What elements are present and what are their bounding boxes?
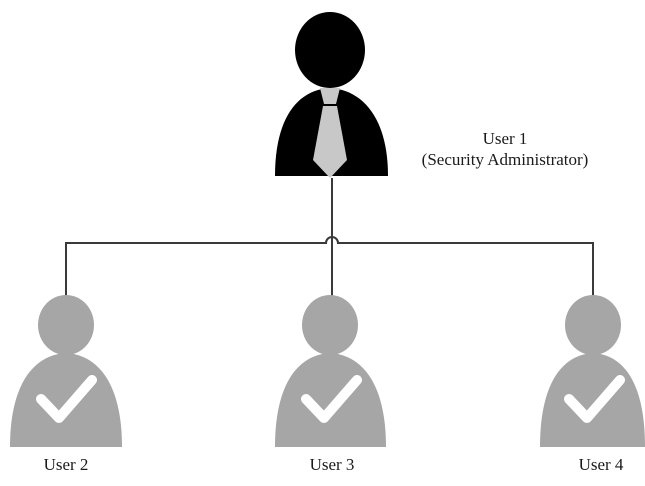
admin-tie xyxy=(313,106,347,178)
admin-head xyxy=(295,12,365,88)
admin-role: (Security Administrator) xyxy=(421,150,589,169)
user4-body xyxy=(540,353,645,447)
user4-head xyxy=(565,295,621,355)
check-icon xyxy=(301,375,362,423)
admin-label: User 1 (Security Administrator) xyxy=(395,128,615,170)
check-icon xyxy=(36,375,97,423)
user2-figure xyxy=(10,295,122,447)
user3-head xyxy=(302,295,358,355)
user2-body xyxy=(10,353,122,447)
admin-user-icon xyxy=(275,12,388,178)
admin-name: User 1 xyxy=(482,129,528,148)
user4-figure xyxy=(540,295,645,447)
user2-label: User 2 xyxy=(43,455,89,474)
user2-head xyxy=(38,295,94,355)
user3-body xyxy=(275,353,386,447)
admin-collar xyxy=(320,88,340,104)
user3-figure xyxy=(275,295,386,447)
user3-label: User 3 xyxy=(309,455,355,474)
connector-lines xyxy=(65,178,594,305)
user4-label: User 4 xyxy=(578,455,624,474)
check-icon xyxy=(564,375,625,423)
horizontal-bus-line xyxy=(66,236,593,244)
